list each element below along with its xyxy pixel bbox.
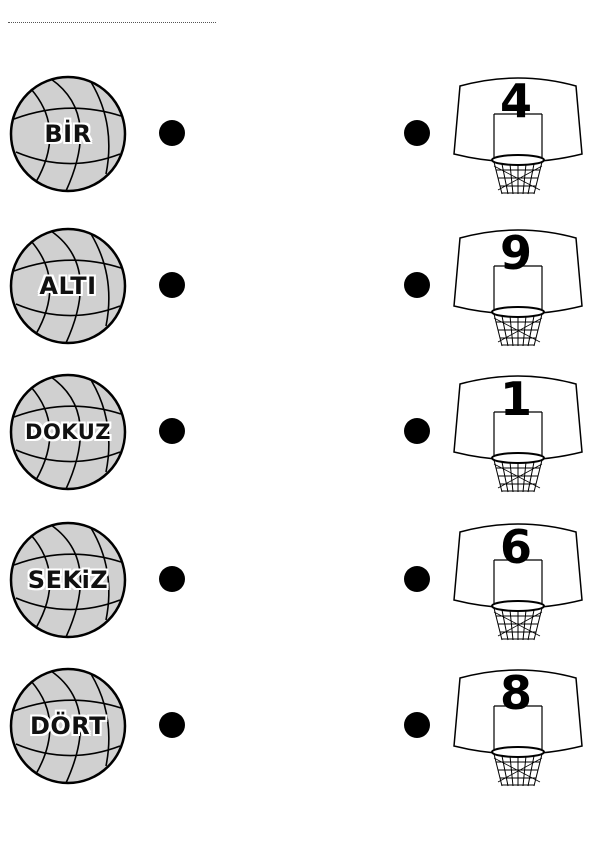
- hoop-number: 9: [499, 226, 532, 280]
- match-row-3: DOKUZ 1: [0, 372, 595, 502]
- basketball-icon: [9, 75, 127, 193]
- right-match-dot[interactable]: [404, 712, 430, 738]
- left-match-dot[interactable]: [159, 712, 185, 738]
- ball-word: SEKiZ: [27, 566, 109, 594]
- hoop-number: 1: [499, 372, 532, 426]
- right-match-dot[interactable]: [404, 272, 430, 298]
- basketball-icon: [9, 521, 127, 639]
- hoop-icon: [453, 229, 583, 347]
- basketball: DÖRT: [6, 666, 130, 786]
- left-match-dot[interactable]: [159, 418, 185, 444]
- left-match-dot[interactable]: [159, 120, 185, 146]
- basketball-hoop: 6: [450, 520, 590, 642]
- basketball-hoop: 8: [450, 666, 590, 788]
- hoop-icon: [453, 77, 583, 195]
- ball-word: DOKUZ: [25, 420, 111, 444]
- basketball-hoop: 4: [450, 74, 590, 196]
- basketball: SEKiZ: [6, 520, 130, 640]
- basketball: DOKUZ: [6, 372, 130, 492]
- ball-word: BİR: [44, 120, 92, 148]
- basketball-icon: [9, 227, 127, 345]
- right-match-dot[interactable]: [404, 120, 430, 146]
- hoop-number: 6: [499, 520, 532, 574]
- basketball-hoop: 1: [450, 372, 590, 494]
- hoop-icon: [453, 375, 583, 493]
- match-row-1: BİR 4: [0, 74, 595, 204]
- hoop-icon: [453, 669, 583, 787]
- basketball-icon: [9, 373, 127, 491]
- ball-word: DÖRT: [29, 712, 107, 740]
- basketball: ALTI: [6, 226, 130, 346]
- hoop-number: 4: [499, 74, 532, 128]
- right-match-dot[interactable]: [404, 418, 430, 444]
- basketball-icon: [9, 667, 127, 785]
- hoop-number: 8: [499, 666, 532, 720]
- name-write-line[interactable]: [8, 22, 216, 23]
- match-row-2: ALTI 9: [0, 226, 595, 356]
- ball-word: ALTI: [39, 272, 97, 300]
- right-match-dot[interactable]: [404, 566, 430, 592]
- hoop-icon: [453, 523, 583, 641]
- match-row-5: DÖRT 8: [0, 666, 595, 796]
- basketball-hoop: 9: [450, 226, 590, 348]
- match-row-4: SEKiZ 6: [0, 520, 595, 650]
- left-match-dot[interactable]: [159, 272, 185, 298]
- basketball: BİR: [6, 74, 130, 194]
- left-match-dot[interactable]: [159, 566, 185, 592]
